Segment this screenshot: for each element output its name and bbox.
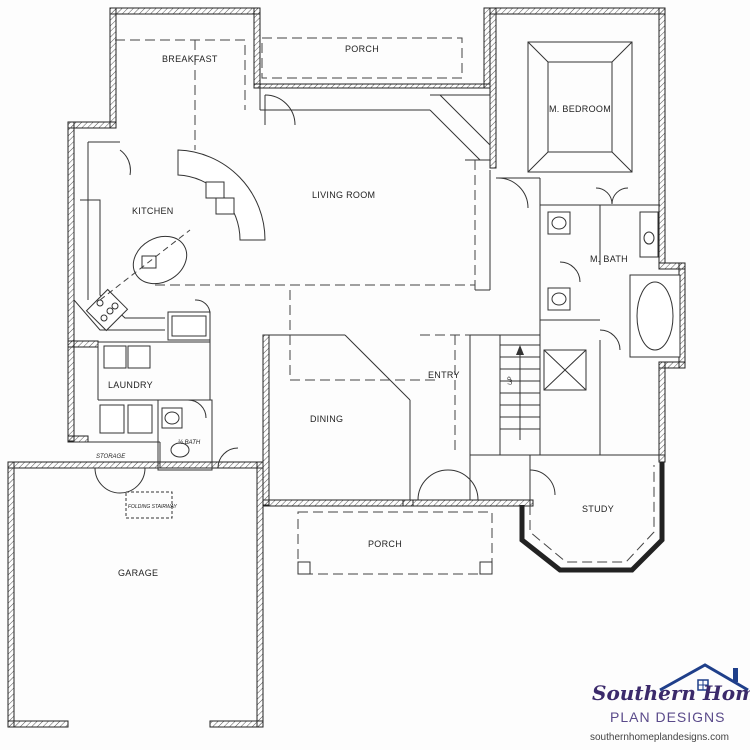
- interior-walls: [73, 41, 681, 519]
- chimney-icon: [733, 668, 738, 682]
- kitchen-island-oval: [99, 229, 191, 301]
- label-study: STUDY: [582, 504, 614, 514]
- label-breakfast: BREAKFAST: [162, 54, 218, 64]
- label-half-bath: ½ BATH: [178, 439, 201, 446]
- logo-brand-line1: Southern Home: [592, 681, 750, 705]
- label-living-room: LIVING ROOM: [312, 190, 375, 200]
- label-kitchen: KITCHEN: [132, 206, 174, 216]
- label-master-bedroom: M. BEDROOM: [549, 104, 611, 114]
- stair-arrow: [516, 345, 524, 440]
- logo-url: southernhomeplandesigns.com: [590, 732, 729, 743]
- label-entry: ENTRY: [428, 370, 460, 380]
- label-master-bath: M. BATH: [590, 254, 628, 264]
- label-stair-up: UP: [508, 377, 514, 385]
- label-folding-stairway: FOLDING STAIRWAY: [128, 504, 177, 510]
- ceiling-lines: [115, 37, 655, 575]
- room-labels: BREAKFAST PORCH M. BEDROOM LIVING ROOM K…: [96, 44, 628, 578]
- label-garage: GARAGE: [118, 568, 158, 578]
- kitchen-island-curved: [177, 149, 266, 241]
- label-dining: DINING: [310, 414, 343, 424]
- logo-brand-line2: PLAN DESIGNS: [610, 709, 725, 725]
- label-storage: STORAGE: [96, 454, 126, 460]
- exterior-walls: [7, 7, 686, 728]
- label-porch-top: PORCH: [345, 44, 379, 54]
- label-laundry: LAUNDRY: [108, 380, 153, 390]
- label-porch-bottom: PORCH: [368, 539, 402, 549]
- doors: [94, 94, 629, 501]
- brand-logo: Southern Home PLAN DESIGNS southernhomep…: [590, 663, 750, 743]
